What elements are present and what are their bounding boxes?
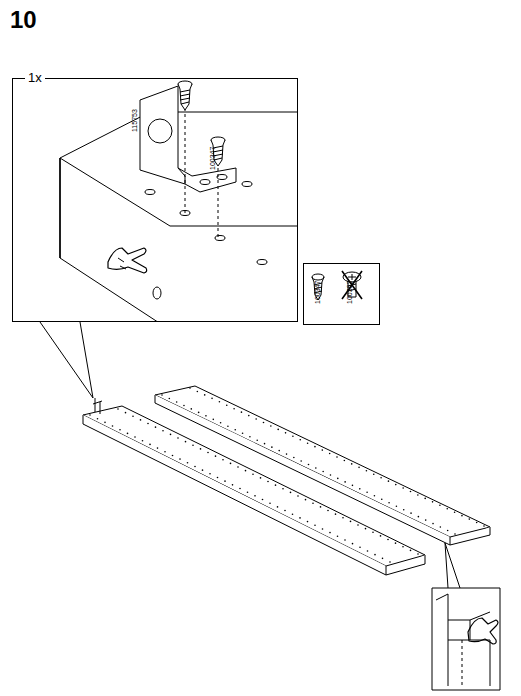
inset-detail [436, 594, 498, 686]
screw-selection-box: 100347 100362 [303, 263, 380, 325]
callout-frame: 1x [12, 78, 298, 322]
step-number: 10 [10, 8, 37, 32]
part-number: 100347 [209, 147, 216, 170]
cabinet-block [60, 81, 297, 321]
shelf-boards [83, 386, 490, 575]
part-number: 100347 [314, 281, 321, 304]
part-number: 115753 [131, 109, 138, 132]
quantity-label: 1x [25, 71, 45, 84]
part-number: 100362 [346, 281, 353, 304]
callout-leader [40, 322, 93, 398]
